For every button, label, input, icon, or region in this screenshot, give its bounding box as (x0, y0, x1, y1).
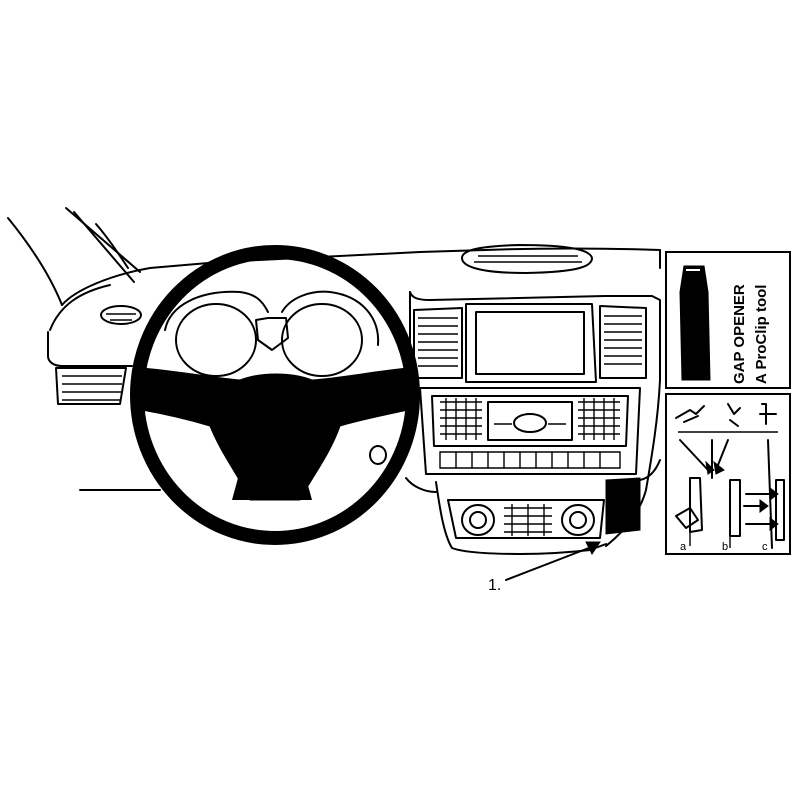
step-label-b: b (722, 541, 728, 553)
step-c-illustration (745, 439, 785, 549)
callout-arrow (505, 541, 601, 581)
instrument-cluster (164, 290, 380, 377)
gap-opener-tool-icon (679, 265, 711, 381)
steps-panel (665, 393, 791, 555)
center-console (409, 291, 661, 555)
dashboard-outline (47, 244, 661, 493)
mount-bracket (605, 459, 661, 535)
callout-number: 1. (488, 577, 501, 594)
tool-panel-subtitle: A ProClip tool (753, 285, 770, 384)
step-label-a: a (680, 541, 687, 553)
step-b-illustration (713, 439, 769, 548)
step-label-c: c (762, 541, 768, 553)
tool-panel-title: GAP OPENER (731, 284, 748, 384)
radio-buttons-left (440, 398, 482, 440)
tool-panel (665, 251, 791, 389)
steering-wheel (130, 245, 420, 545)
step-icons-row (675, 403, 777, 427)
radio-buttons-right (578, 398, 620, 440)
windshield-pillar (7, 207, 141, 306)
step-a-illustration (675, 439, 715, 546)
radio-key-row (439, 451, 621, 469)
